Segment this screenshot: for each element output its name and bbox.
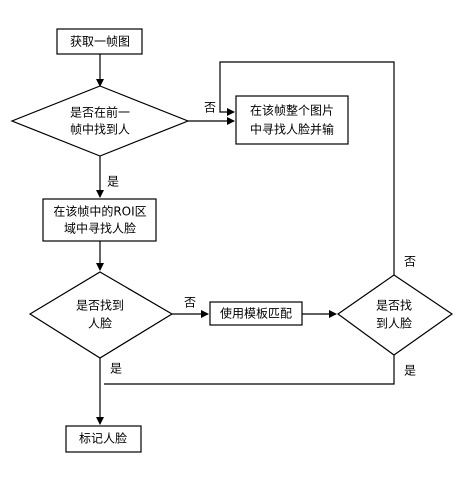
edge-label-prev-no: 否 — [204, 101, 216, 115]
node-search-full-line-2: 中寻找人脸并输 — [250, 122, 334, 137]
node-template-match-label: 使用模板匹配 — [220, 306, 292, 321]
edge-label-found2-yes: 是 — [404, 364, 416, 378]
node-start: 获取一帧图 — [56, 28, 143, 55]
node-found-check-2: 是否找 到人脸 — [336, 274, 454, 356]
node-found-check-line-2: 人脸 — [88, 317, 112, 331]
node-search-full: 在该帧整个图片 中寻找人脸并输 — [235, 95, 349, 145]
node-start-label: 获取一帧图 — [70, 35, 130, 49]
node-prev-frame-check: 是否在前一 帧中找到人 — [10, 85, 190, 157]
node-mark-face: 标记人脸 — [65, 425, 142, 453]
node-search-roi-line-2: 域中寻找人脸 — [64, 221, 136, 236]
node-mark-face-label: 标记人脸 — [79, 432, 127, 446]
edge-found-check-2-yes-to-mark — [104, 355, 395, 385]
node-search-full-line-1: 在该帧整个图片 — [250, 103, 334, 118]
connectors — [96, 54, 395, 425]
edge-label-found-no: 否 — [184, 296, 196, 310]
node-template-match: 使用模板匹配 — [209, 301, 303, 326]
node-found-check-line-1: 是否找到 — [76, 299, 124, 313]
node-search-roi-line-1: 在该帧中的ROI区 — [53, 204, 146, 219]
edge-label-prev-yes: 是 — [107, 175, 119, 189]
edge-found-check-2-no-loop — [219, 61, 395, 275]
node-found-check: 是否找到 人脸 — [28, 271, 174, 359]
node-search-roi: 在该帧中的ROI区 域中寻找人脸 — [42, 198, 157, 242]
node-found-check-2-line-1: 是否找 — [376, 299, 412, 313]
node-prev-frame-check-line-2: 帧中找到人 — [70, 122, 130, 137]
node-prev-frame-check-line-1: 是否在前一 — [70, 105, 130, 120]
node-found-check-2-line-2: 到人脸 — [376, 317, 412, 331]
edge-label-found2-no: 否 — [404, 255, 416, 269]
edge-label-found-yes: 是 — [110, 362, 122, 376]
